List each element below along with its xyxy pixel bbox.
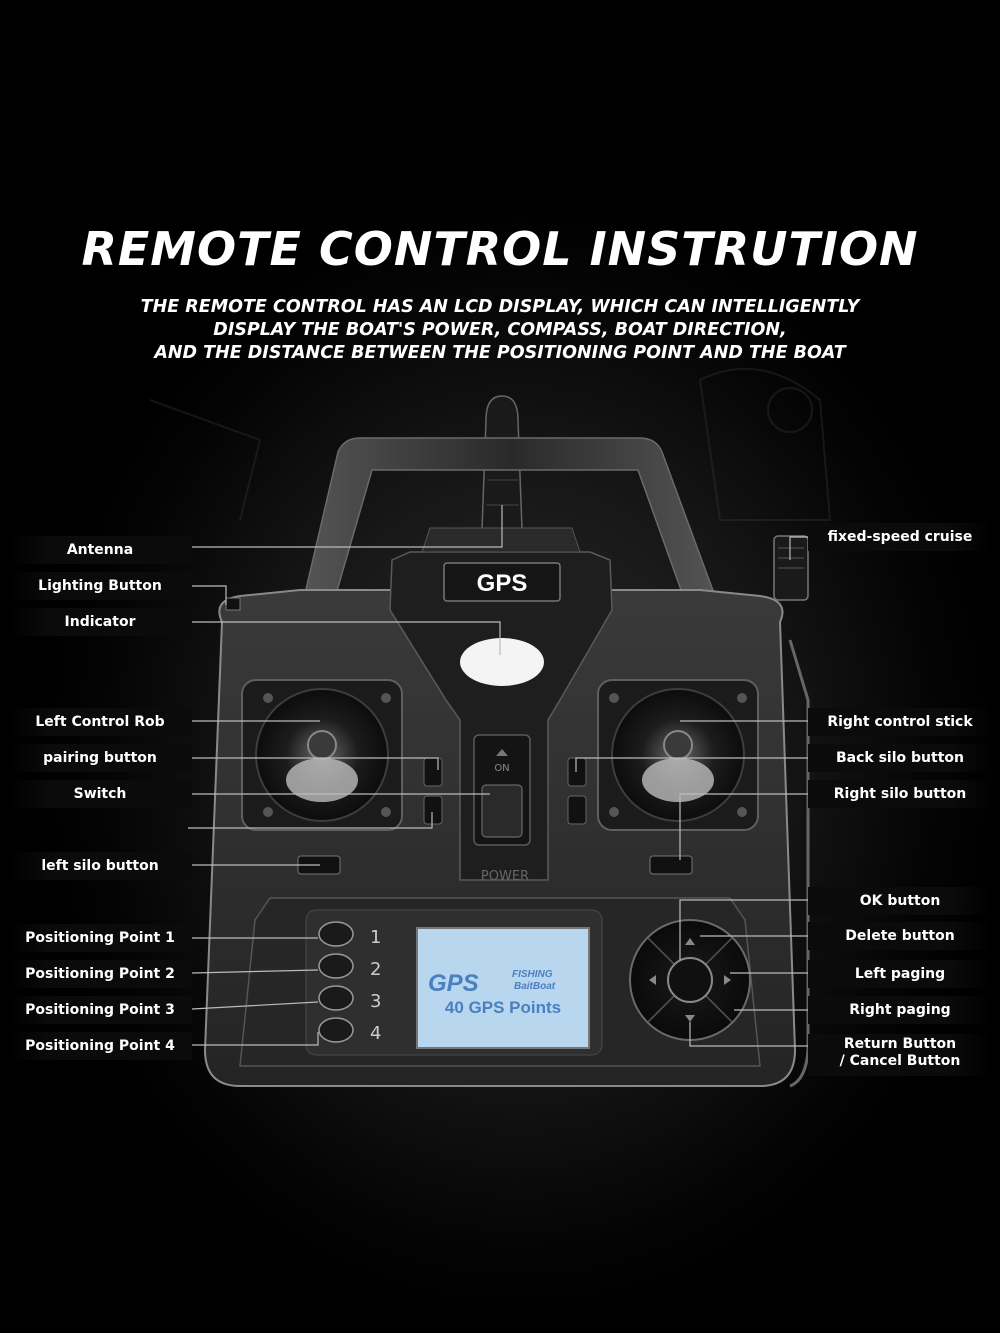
indicator-light [460,638,544,686]
delete-button[interactable] [685,938,695,945]
svg-text:3: 3 [370,991,381,1012]
positioning-point-3-button[interactable] [318,985,354,1011]
label-positioning-point-4: Positioning Point 4 [8,1032,192,1060]
label-positioning-point-1: Positioning Point 1 [8,924,192,952]
lighting-button[interactable] [225,597,241,611]
label-back-silo-button: Back silo button [808,744,992,772]
label-right-control-stick: Right control stick [808,708,992,736]
label-return-line-1: Return Button [843,1036,957,1052]
pairing-button[interactable] [423,757,443,787]
positioning-point-2-button[interactable] [318,953,354,979]
positioning-point-1-button[interactable] [318,921,354,947]
page-title: REMOTE CONTROL INSTRUTION [81,222,919,276]
right-side-button[interactable] [567,795,587,825]
label-antenna: Antenna [8,536,192,564]
right-control-stick[interactable] [597,679,759,831]
label-left-control-rob: Left Control Rob [8,708,192,736]
label-delete-button: Delete button [808,922,992,950]
subtitle-line-1: THE REMOTE CONTROL HAS AN LCD DISPLAY, W… [140,297,860,317]
label-ok-button: OK button [808,887,992,915]
subtitle-line-2: DISPLAY THE BOAT'S POWER, COMPASS, BOAT … [213,320,787,340]
lcd-logo-sub1: FISHING [512,969,553,980]
left-control-stick[interactable] [241,679,403,831]
label-pairing-button: pairing button [8,744,192,772]
label-fixed-speed-cruise: fixed-speed cruise [808,523,992,551]
label-positioning-point-3: Positioning Point 3 [8,996,192,1024]
svg-text:ON: ON [494,763,509,774]
lcd-text: 40 GPS Points [445,998,561,1017]
fixed-speed-cruise-switch[interactable] [773,535,809,601]
power-label: POWER [481,869,529,884]
right-paging-button[interactable] [724,975,731,985]
lcd-logo: GPS [428,970,479,997]
label-lighting-button: Lighting Button [8,572,192,600]
power-switch[interactable]: ON [473,734,531,846]
gps-badge: GPS [443,562,561,602]
svg-text:1: 1 [370,927,381,948]
switch-left-button[interactable] [423,795,443,825]
label-right-paging: Right paging [808,996,992,1024]
label-switch: Switch [8,780,192,808]
right-silo-button[interactable] [649,855,693,875]
background-shapes [149,367,832,521]
label-left-paging: Left paging [808,960,992,988]
label-positioning-point-2: Positioning Point 2 [8,960,192,988]
lcd-logo-sub2: BaitBoat [514,981,556,992]
positioning-point-4-button[interactable] [318,1017,354,1043]
svg-text:4: 4 [370,1023,381,1044]
return-button[interactable] [685,1015,695,1022]
ok-button[interactable] [667,957,713,1003]
label-return-line-2: / Cancel Button [839,1053,961,1069]
back-silo-button[interactable] [567,757,587,787]
label-return-button: Return Button / Cancel Button [808,1034,992,1076]
svg-text:2: 2 [370,959,381,980]
label-indicator: Indicator [8,608,192,636]
label-left-silo-button: left silo button [8,852,192,880]
svg-text:GPS: GPS [477,570,528,597]
left-paging-button[interactable] [649,975,656,985]
label-right-silo-button: Right silo button [808,780,992,808]
lcd-screen: GPS FISHING BaitBoat 40 GPS Points [416,927,590,1049]
subtitle: THE REMOTE CONTROL HAS AN LCD DISPLAY, W… [0,296,1000,365]
positioning-point-buttons: 1 2 3 4 [318,921,381,1044]
subtitle-line-3: AND THE DISTANCE BETWEEN THE POSITIONING… [154,343,846,363]
leader-lines [188,505,810,1047]
